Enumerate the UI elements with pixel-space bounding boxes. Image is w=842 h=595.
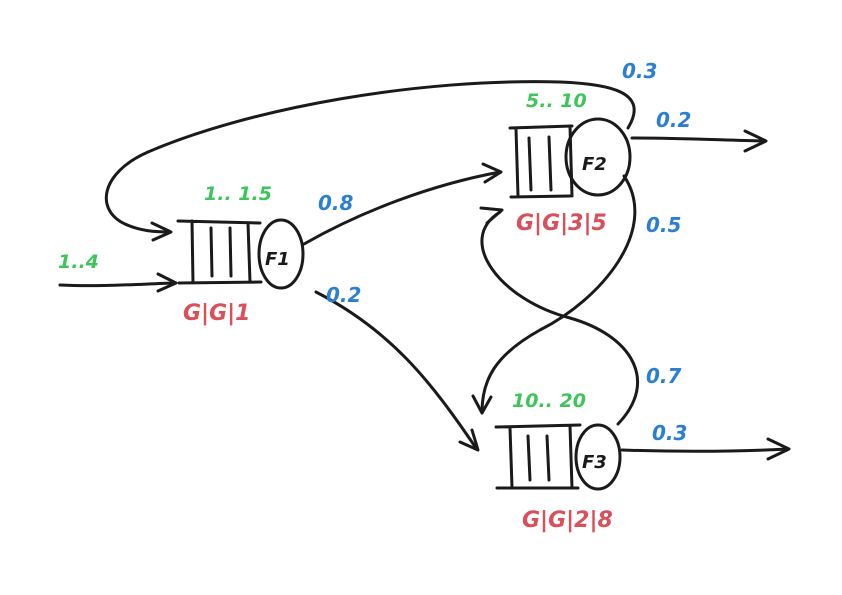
edge-f3-exit: 0.3 bbox=[620, 421, 791, 461]
service-time-f2: 5.. 10 bbox=[526, 90, 587, 112]
prob-f3-to-f2: 0.7 bbox=[646, 364, 682, 388]
server-label-f2: F2 bbox=[582, 154, 607, 175]
node-f1: F1 1.. 1.5 G|G|1 bbox=[176, 183, 305, 326]
edge-f2-to-f3: 0.5 bbox=[471, 174, 681, 415]
node-f2: F2 5.. 10 G|G|3|5 bbox=[508, 90, 632, 236]
queue-type-f3: G|G|2|8 bbox=[522, 508, 613, 533]
queue-type-f2: G|G|3|5 bbox=[516, 211, 607, 236]
server-f2 bbox=[564, 117, 632, 197]
prob-f1-to-f3: 0.2 bbox=[326, 283, 361, 307]
service-time-f1: 1.. 1.5 bbox=[204, 183, 272, 205]
server-label-f1: F1 bbox=[265, 249, 290, 270]
prob-f1-to-f2: 0.8 bbox=[318, 191, 354, 215]
queue-f1 bbox=[176, 219, 263, 285]
server-label-f3: F3 bbox=[582, 452, 607, 473]
server-f3 bbox=[574, 423, 622, 491]
node-f3: F3 10.. 20 G|G|2|8 bbox=[494, 390, 622, 533]
queue-type-f1: G|G|1 bbox=[183, 301, 251, 326]
edge-external-arrival: 1..4 bbox=[58, 251, 178, 293]
edge-f3-to-f2: 0.7 bbox=[479, 206, 682, 426]
server-f1 bbox=[257, 218, 305, 290]
prob-f3-exit: 0.3 bbox=[652, 421, 687, 445]
prob-f2-to-f3: 0.5 bbox=[646, 213, 681, 237]
queue-f2 bbox=[508, 124, 574, 199]
arrival-rate-label: 1..4 bbox=[58, 251, 99, 273]
edge-f1-to-f2: 0.8 bbox=[302, 162, 503, 246]
prob-f2-exit: 0.2 bbox=[656, 108, 691, 132]
edge-f2-exit: 0.2 bbox=[630, 108, 768, 153]
edge-f1-to-f3: 0.2 bbox=[314, 283, 480, 452]
prob-f2-to-f1: 0.3 bbox=[622, 59, 657, 83]
queue-f3 bbox=[494, 423, 582, 490]
service-time-f3: 10.. 20 bbox=[512, 390, 586, 412]
edge-f2-to-f1: 0.3 bbox=[104, 59, 657, 242]
